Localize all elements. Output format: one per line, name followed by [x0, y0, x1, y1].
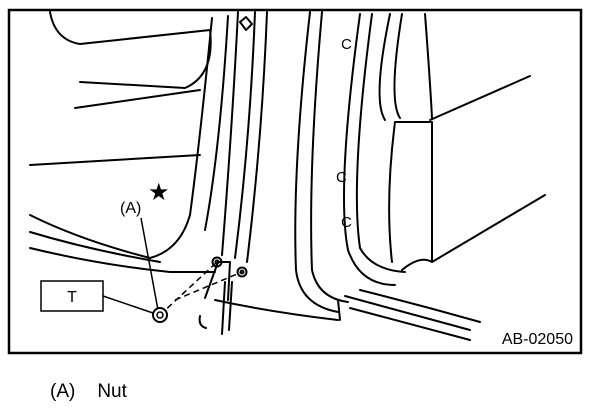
assembly-dash-line	[159, 261, 243, 316]
figure-id: AB-02050	[502, 331, 573, 348]
legend-key: (A)	[50, 381, 76, 402]
clip-marker: C	[341, 36, 352, 53]
star-marking: ★	[148, 179, 170, 206]
legend-item: (A) Nut	[50, 381, 127, 403]
vehicle-body-lines	[29, 11, 546, 341]
torque-leader	[102, 295, 154, 314]
callout-a-label: (A)	[120, 200, 141, 217]
callout-a-leader	[140, 217, 159, 311]
legend-label: Nut	[97, 381, 127, 402]
clip-marker: C	[341, 214, 352, 231]
nut-icon	[152, 307, 168, 323]
torque-box	[40, 280, 104, 312]
torque-label: T	[67, 289, 77, 306]
clip-marker: C	[336, 169, 347, 186]
